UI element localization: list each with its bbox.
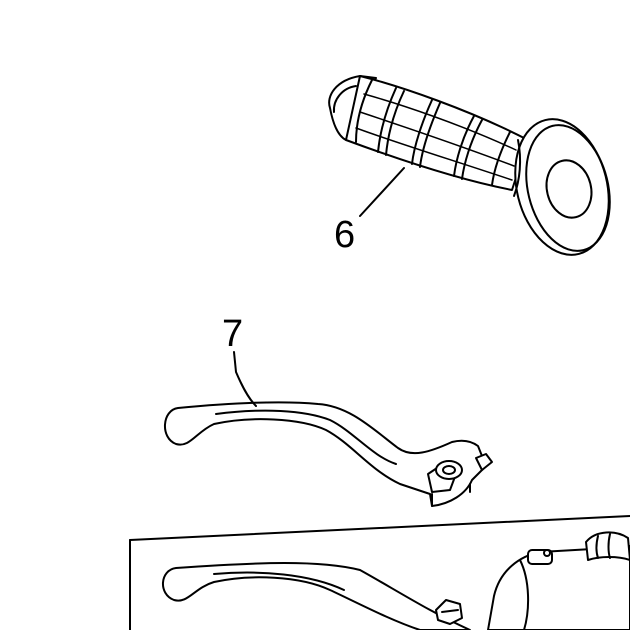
leader-line-7 [233, 351, 257, 407]
handlebar-grip-drawing [328, 75, 611, 256]
assembly-inset [129, 515, 630, 631]
callout-number-6: 6 [334, 214, 356, 256]
leader-line-6 [359, 167, 405, 217]
callout-number-7: 7 [222, 313, 244, 355]
clutch-lever-drawing [164, 401, 493, 507]
